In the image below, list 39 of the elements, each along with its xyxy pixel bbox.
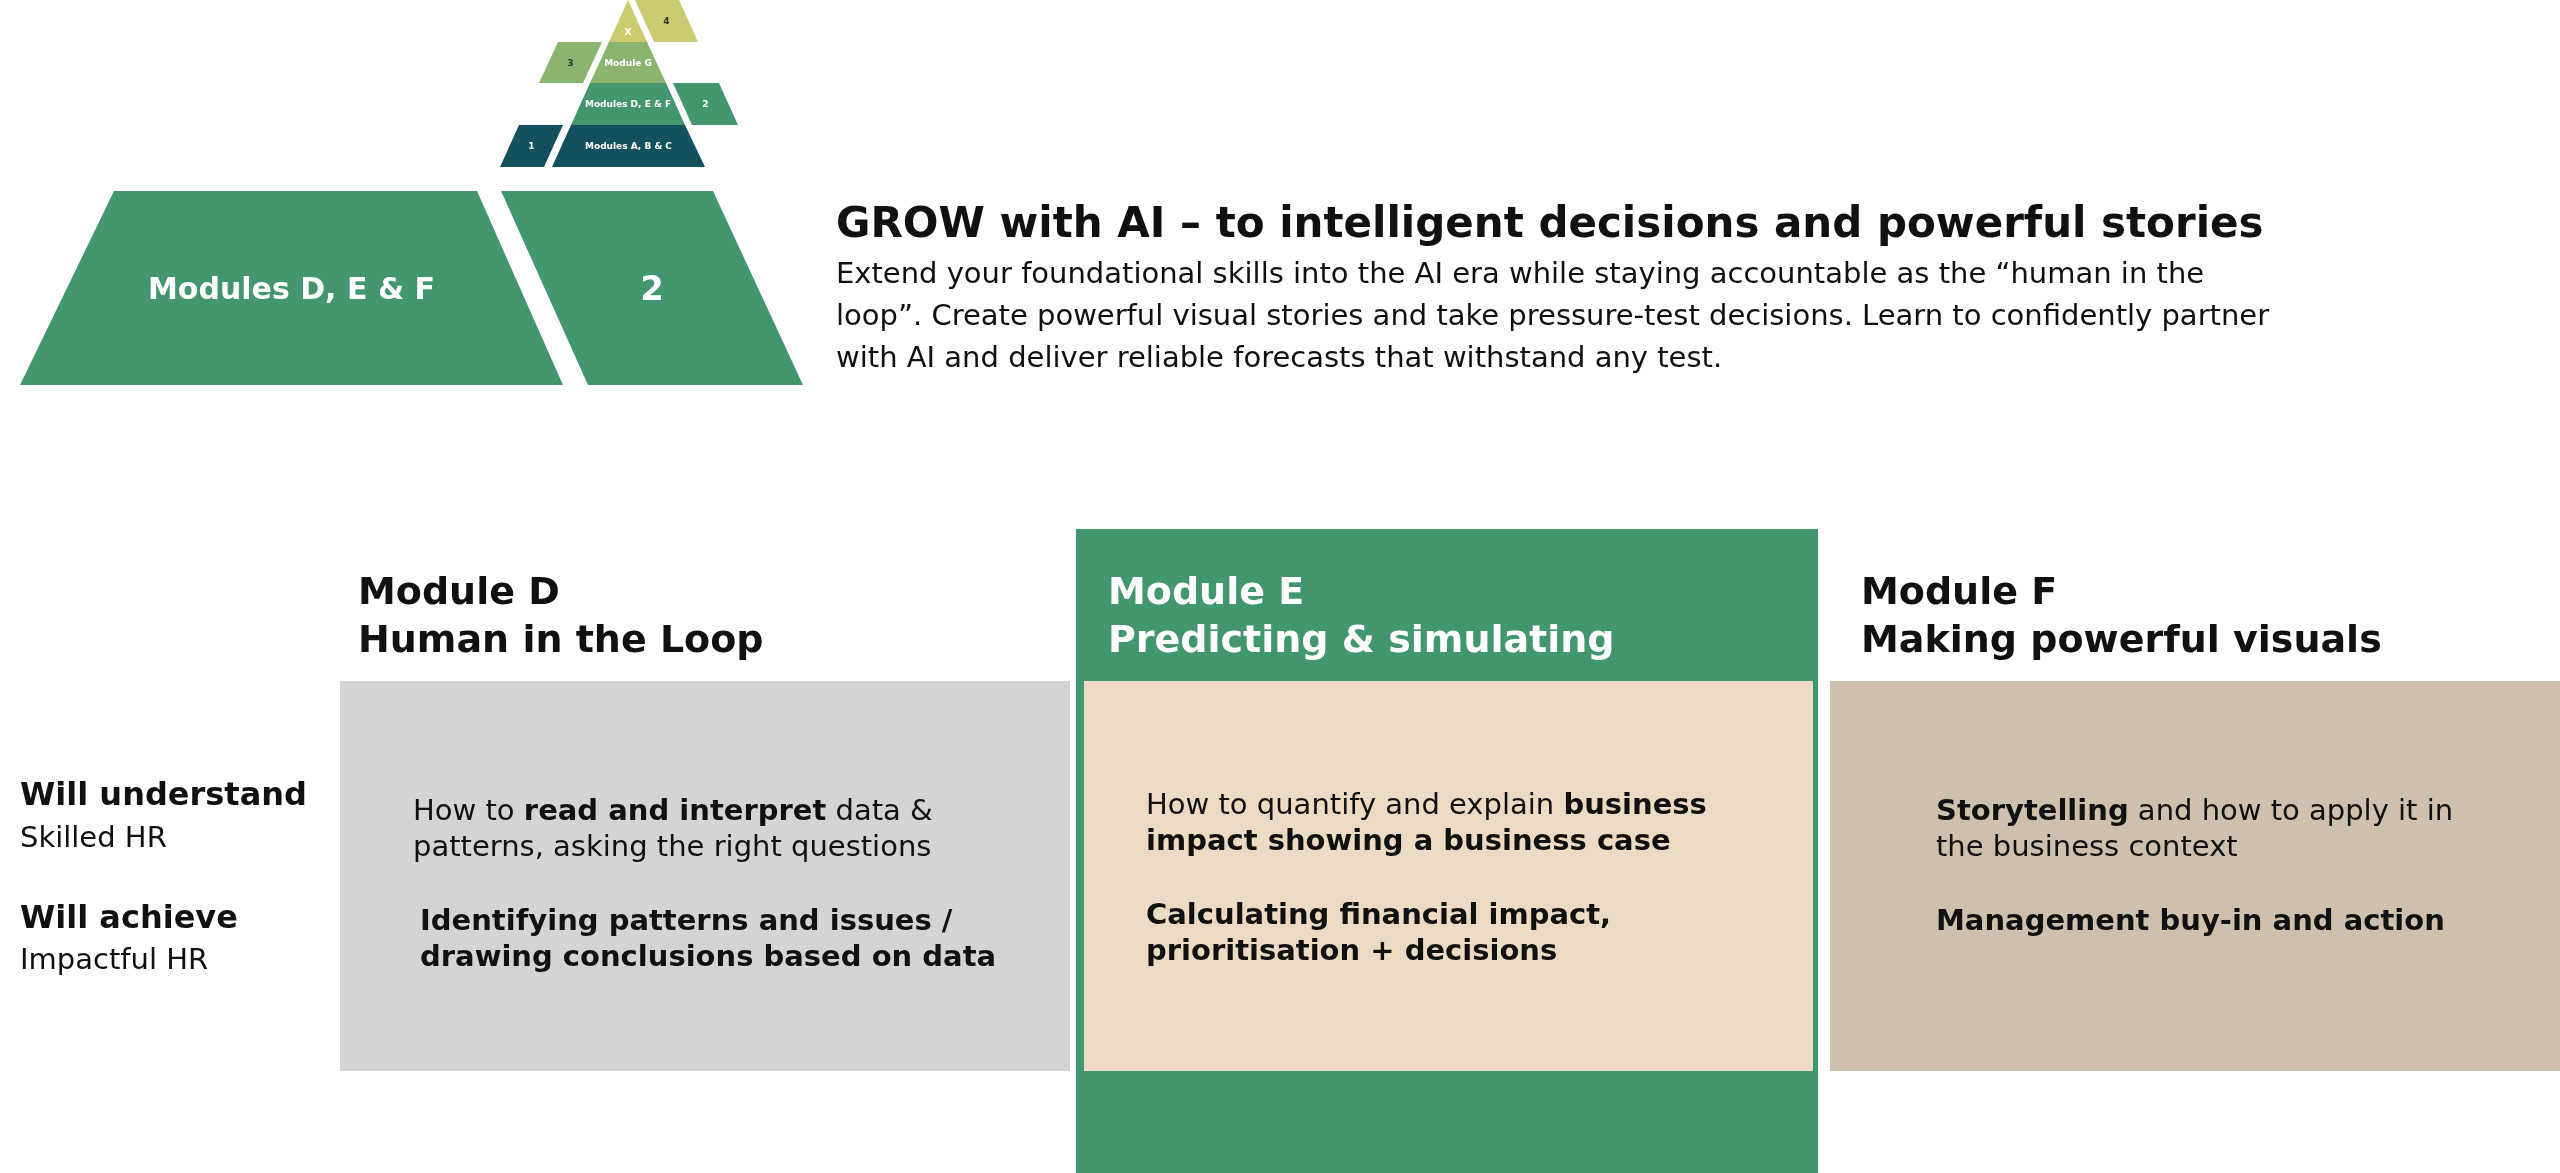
learning-outcome: How to quantify and explain business impact showing a business case xyxy=(1146,786,1708,859)
module-number: Module E xyxy=(1108,568,1306,615)
level-tag xyxy=(539,42,602,83)
module-title: Making powerful visuals xyxy=(1861,616,2383,663)
pyramid-tier xyxy=(590,42,666,83)
tier-label: Modules A, B & C xyxy=(585,141,672,151)
learning-outcome: Identifying patterns and issues / drawing conclusions based on data xyxy=(420,902,998,975)
row-heading: Will understand xyxy=(20,775,307,813)
module-number: Module D xyxy=(358,568,561,615)
level-number: 3 xyxy=(567,57,574,68)
module-number: Module F xyxy=(1861,568,2059,615)
tier-label: Module G xyxy=(604,57,652,68)
level-tag xyxy=(501,191,803,385)
learning-outcome: Storytelling and how to apply it in the business context xyxy=(1936,792,2455,865)
learning-outcome: Calculating financial impact, prioritisation + decisions xyxy=(1146,896,1613,969)
level-number: 2 xyxy=(702,99,709,109)
level-number: 1 xyxy=(528,141,535,151)
row-subheading: Skilled HR xyxy=(20,820,167,854)
row-heading: Will achieve xyxy=(20,898,238,936)
pyramid-tier xyxy=(20,191,563,385)
title: GROW with AI – to intelligent decisions and powerful stories xyxy=(836,198,2264,247)
level-tag xyxy=(635,0,698,42)
content-card xyxy=(1084,681,1813,1071)
module-title: Predicting & simulating xyxy=(1108,616,1616,663)
tier-label: Modules D, E & F xyxy=(148,270,435,306)
description: Extend your foundational skills into the AI era while staying accountable as the “human in the loop”. Create powerful visual stories and take pressure-test decisions. Learn to confidently partner with AI and deliver reliable forecasts that withstand any test. xyxy=(836,255,2271,376)
pyramid-tier xyxy=(571,83,685,125)
learning-outcome: How to read and interpret data & patterns, asking the right questions xyxy=(413,792,934,865)
level-tag xyxy=(673,83,738,125)
module-title: Human in the Loop xyxy=(358,616,765,663)
level-number: 4 xyxy=(663,16,670,26)
row-subheading: Impactful HR xyxy=(20,942,209,976)
learning-outcome: Management buy-in and action xyxy=(1936,902,2446,939)
pyramid-tier xyxy=(609,0,647,42)
tier-label: Modules D, E & F xyxy=(584,99,672,109)
tier-label: X xyxy=(624,26,632,37)
level-number: 2 xyxy=(640,268,664,308)
level-tag xyxy=(500,125,563,167)
module-panel xyxy=(1076,529,1818,1173)
